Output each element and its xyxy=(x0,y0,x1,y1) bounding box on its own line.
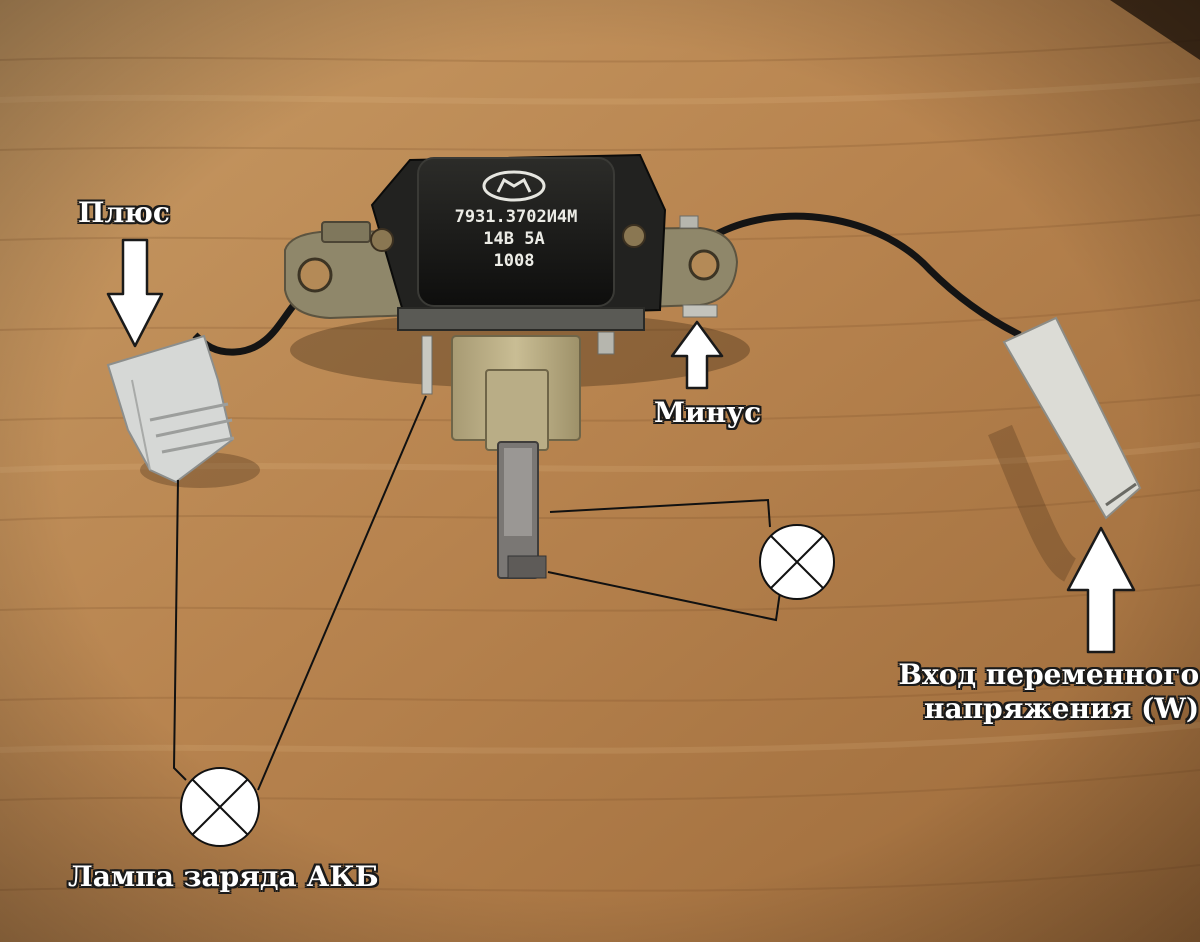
terminal-tab-left xyxy=(421,335,433,395)
arrow-up-minus-icon xyxy=(670,320,724,390)
wire-brush-to-test-lamp-bottom xyxy=(547,571,781,622)
manufacturer-logo-icon xyxy=(482,170,546,202)
screw-right xyxy=(622,224,646,248)
w-connector xyxy=(1002,316,1142,520)
arrow-up-w-icon xyxy=(1066,526,1136,654)
ac-input-label-line1: Вход переменного xyxy=(898,658,1200,691)
battery-lamp-icon xyxy=(180,767,260,847)
plus-label: Плюс xyxy=(78,196,170,229)
minus-label: Минус xyxy=(654,396,762,429)
arrow-down-plus-icon xyxy=(106,238,164,348)
regulator-label-panel xyxy=(417,157,615,307)
minus-terminal xyxy=(679,215,699,229)
regulator-code: 1008 xyxy=(494,251,535,271)
regulator-model: 7931.3702И4М xyxy=(455,207,578,227)
mount-hole-left xyxy=(297,257,333,293)
wire-brush-to-test-lamp-top xyxy=(549,498,771,528)
wire-terminal-to-lamp xyxy=(257,395,427,791)
ac-input-label: Вход переменного напряжения (W) xyxy=(866,658,1199,726)
plus-connector xyxy=(106,334,235,484)
battery-lamp-label: Лампа заряда АКБ xyxy=(68,860,379,893)
mount-hole-right xyxy=(688,249,720,281)
screw-left xyxy=(370,228,394,252)
wire-plus-to-lamp xyxy=(172,479,187,781)
w-wire xyxy=(713,212,1022,339)
diagram-wiring xyxy=(172,395,781,791)
test-lamp-icon xyxy=(759,524,835,600)
ac-input-label-line2: напряжения (W) xyxy=(924,692,1200,725)
regulator-rating: 14В 5А xyxy=(483,229,544,249)
